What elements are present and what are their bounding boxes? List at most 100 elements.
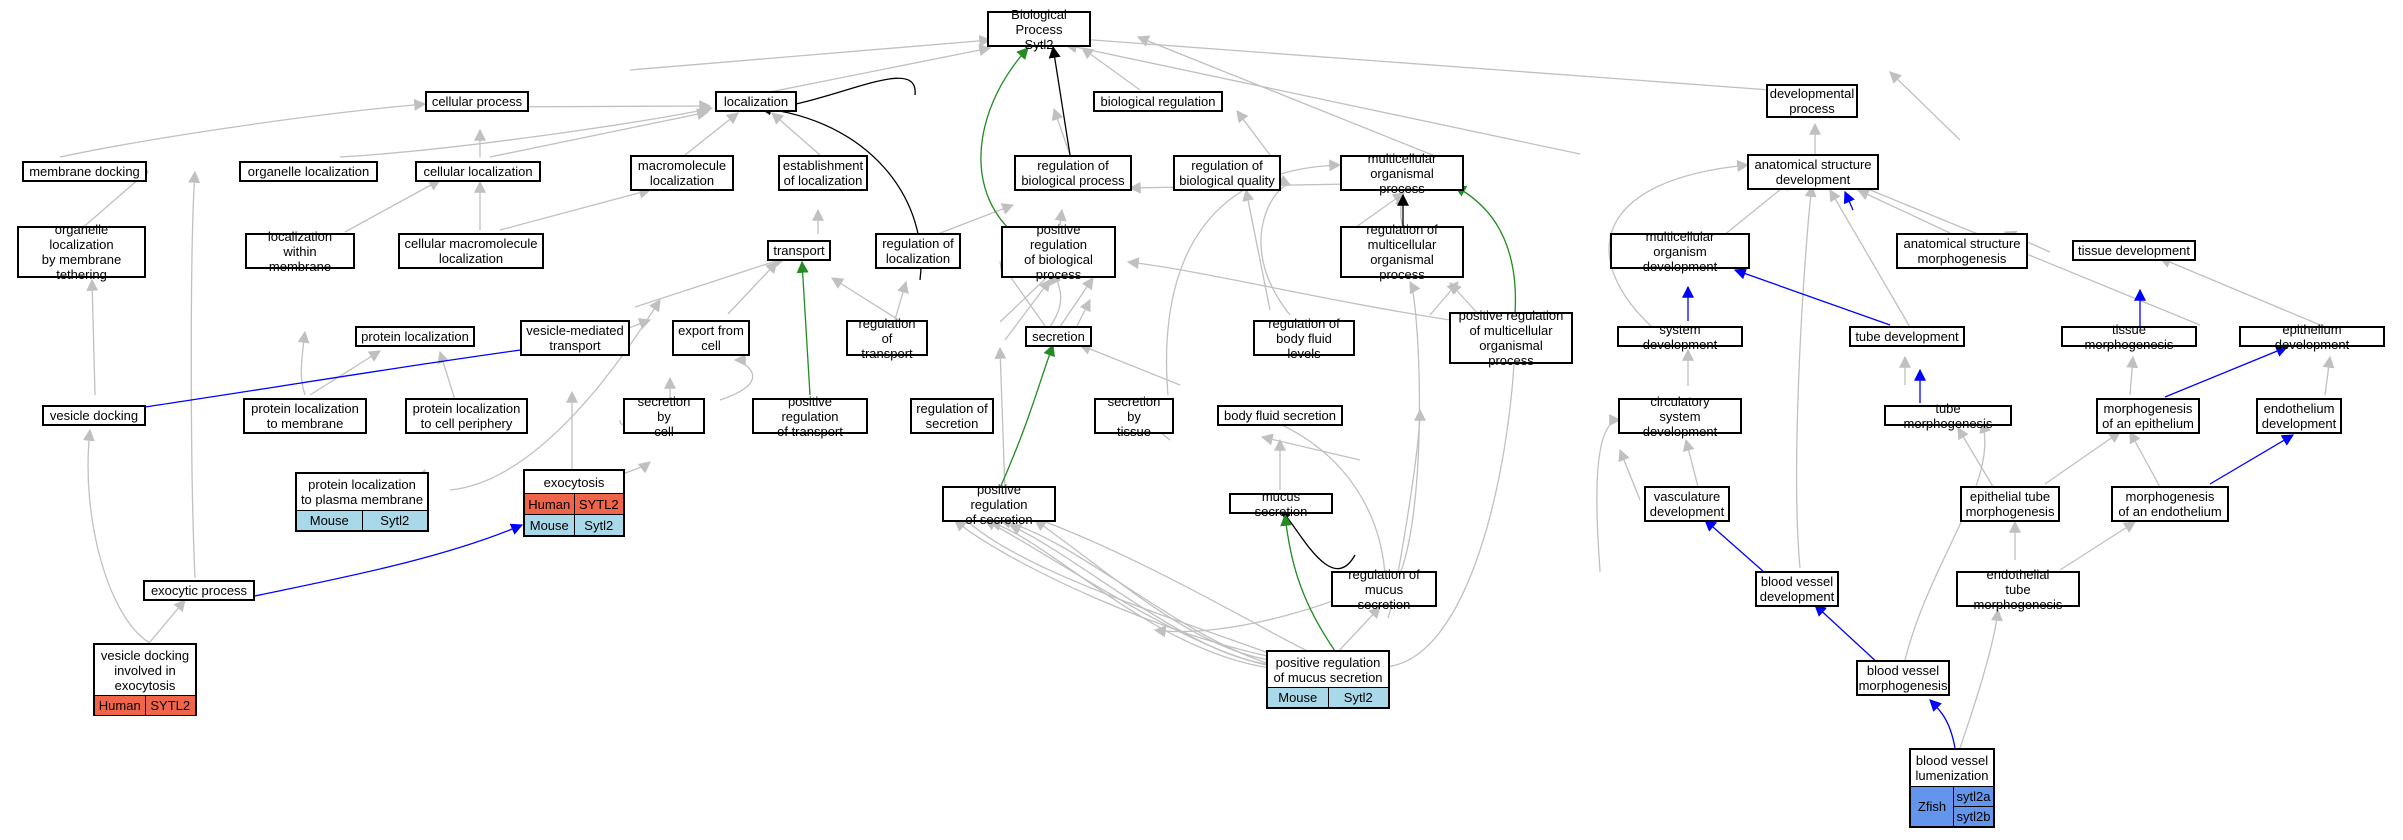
go-term-biological-regulation[interactable]: biological regulation [1093,91,1223,112]
go-term-system-development[interactable]: system development [1617,322,1743,352]
go-term-blood-vessel-development[interactable]: blood vessel development [1755,571,1839,607]
go-term-membrane-docking[interactable]: membrane docking [22,161,147,182]
go-term-regulation-of-mucus-secretion[interactable]: regulation of mucus secretion [1331,567,1437,612]
species-label: Zfish [1911,787,1954,826]
go-term-secretion-by-cell[interactable]: secretion by cell [623,394,705,439]
gene-label: Sytl2 [573,515,624,535]
go-term-biological-process[interactable]: Biological Process Sytl2 [987,7,1091,52]
go-term-mucus-secretion[interactable]: mucus secretion [1229,489,1333,519]
gene-list: sytl2a sytl2b [1954,787,1993,826]
go-term-endothelial-tube-morphogenesis[interactable]: endothelial tube morphogenesis [1956,567,2080,612]
go-term-endothelium-development[interactable]: endothelium development [2256,398,2342,434]
edge [1394,280,1421,586]
go-term-organelle-localization[interactable]: organelle localization [239,161,378,182]
go-term-cellular-localization[interactable]: cellular localization [415,161,541,182]
go-term-regulation-of-transport[interactable]: regulation of transport [846,316,928,361]
edge [344,179,442,233]
go-term-cellular-macromolecule-localization[interactable]: cellular macromolecule localization [398,233,544,269]
go-term-regulation-of-biological-process[interactable]: regulation of biological process [1014,155,1132,191]
go-term-exocytosis[interactable]: exocytosis Human SYTL2 Mouse Sytl2 [523,469,625,537]
go-term-multicellular-organismal-process[interactable]: multicellular organismal process [1340,151,1464,196]
edge [1814,604,1881,666]
go-term-protein-localization-to-membrane[interactable]: protein localization to membrane [243,398,367,434]
go-term-macromolecule-localization[interactable]: macromolecule localization [630,155,734,191]
go-term-epithelial-tube-morphogenesis[interactable]: epithelial tube morphogenesis [1960,486,2060,522]
go-term-morphogenesis-of-an-endothelium[interactable]: morphogenesis of an endothelium [2111,486,2229,522]
go-term-epithelium-development[interactable]: epithelium development [2239,322,2385,352]
go-term-anatomical-structure-development[interactable]: anatomical structure development [1747,154,1879,190]
go-term-protein-localization[interactable]: protein localization [355,326,475,347]
go-term-localization-within-membrane[interactable]: localization within membrane [245,229,355,274]
edge [1856,183,2201,326]
go-term-morphogenesis-of-an-epithelium[interactable]: morphogenesis of an epithelium [2096,398,2200,434]
edge [1236,110,1271,156]
go-term-exocytic-process[interactable]: exocytic process [143,580,255,601]
edge [1733,267,1891,326]
go-term-regulation-of-multicellular-organismal-process[interactable]: regulation of multicellular organismal p… [1340,222,1464,282]
species-label: Mouse [529,517,569,533]
edge [796,260,811,396]
go-term-establishment-of-localization[interactable]: establishment of localization [778,155,868,191]
go-term-tube-morphogenesis[interactable]: tube morphogenesis [1884,401,2012,431]
go-term-regulation-of-body-fluid-levels[interactable]: regulation of body fluid levels [1253,316,1355,361]
go-term-blood-vessel-lumenization[interactable]: blood vessel lumenization Zfish sytl2a s… [1909,748,1995,828]
go-term-protein-localization-to-cell-periphery[interactable]: protein localization to cell periphery [405,398,528,434]
edge [2059,521,2137,571]
go-term-positive-regulation-of-biological-process[interactable]: positive regulation of biological proces… [1001,222,1116,282]
edge [188,170,201,579]
edge [999,343,1055,489]
go-term-vesicle-docking[interactable]: vesicle docking [42,405,146,426]
go-term-secretion-by-tissue[interactable]: secretion by tissue [1094,394,1174,439]
term-label: exocytosis [525,471,623,494]
edge [1260,174,1292,316]
edge [1136,35,1441,159]
species-label: Human [98,698,141,713]
go-term-anatomical-structure-morphogenesis[interactable]: anatomical structure morphogenesis [1896,233,2028,269]
go-term-regulation-of-secretion[interactable]: regulation of secretion [910,398,994,434]
go-term-organelle-localization-by-membrane-tethering[interactable]: organelle localization by membrane tethe… [17,222,146,282]
go-term-body-fluid-secretion[interactable]: body fluid secretion [1217,405,1343,426]
go-term-tissue-morphogenesis[interactable]: tissue morphogenesis [2061,322,2197,352]
edge [1618,448,1641,501]
gene-label: Sytl2 [1327,688,1389,707]
go-term-cellular-process[interactable]: cellular process [425,91,529,112]
annotation-row: Human SYTL2 [525,494,623,515]
go-term-localization[interactable]: localization [715,91,797,112]
go-term-protein-localization-to-plasma-membrane[interactable]: protein localization to plasma membrane … [295,472,429,532]
go-term-vesicle-docking-involved-in-exocytosis[interactable]: vesicle docking involved in exocytosis H… [93,643,197,716]
edge [949,498,1289,661]
go-term-positive-regulation-of-multicellular-organismal-process[interactable]: positive regulation of multicellular org… [1449,308,1573,368]
edge [2322,355,2335,396]
go-term-regulation-of-biological-quality[interactable]: regulation of biological quality [1173,155,1281,191]
go-term-secretion[interactable]: secretion [1025,326,1092,347]
edge [1829,188,1911,328]
gene-label: sytl2a [1954,787,1993,807]
edge [59,98,427,158]
go-term-transport[interactable]: transport [767,240,831,261]
edge [489,108,710,158]
go-term-positive-regulation-of-mucus-secretion[interactable]: positive regulation of mucus secretion M… [1266,650,1390,709]
edge [684,112,739,156]
edge [309,350,382,396]
edge [86,278,99,396]
go-term-vesicle-mediated-transport[interactable]: vesicle-mediated transport [520,320,630,356]
edge [830,277,903,323]
species-label: Human [528,496,571,512]
edge [437,350,456,401]
go-term-tube-development[interactable]: tube development [1849,326,1965,347]
edge [2126,355,2139,396]
go-term-blood-vessel-morphogenesis[interactable]: blood vessel morphogenesis [1856,660,1950,696]
go-term-tissue-development[interactable]: tissue development [2072,240,2196,261]
go-term-positive-regulation-of-secretion[interactable]: positive regulation of secretion [942,482,1056,527]
go-term-circulatory-system-development[interactable]: circulatory system development [1618,394,1742,439]
go-term-regulation-of-localization[interactable]: regulation of localization [875,233,961,269]
edge [1796,184,1817,569]
edge [2158,256,2326,328]
go-term-export-from-cell[interactable]: export from cell [672,320,750,356]
edge [1596,414,1622,573]
go-term-multicellular-organism-development[interactable]: multicellular organism development [1610,229,1750,274]
go-term-vasculature-development[interactable]: vasculature development [1644,486,1730,522]
go-term-positive-regulation-of-transport[interactable]: positive regulation of transport [752,394,868,439]
edge [1929,699,1956,749]
go-term-developmental-process[interactable]: developmental process [1766,84,1858,118]
